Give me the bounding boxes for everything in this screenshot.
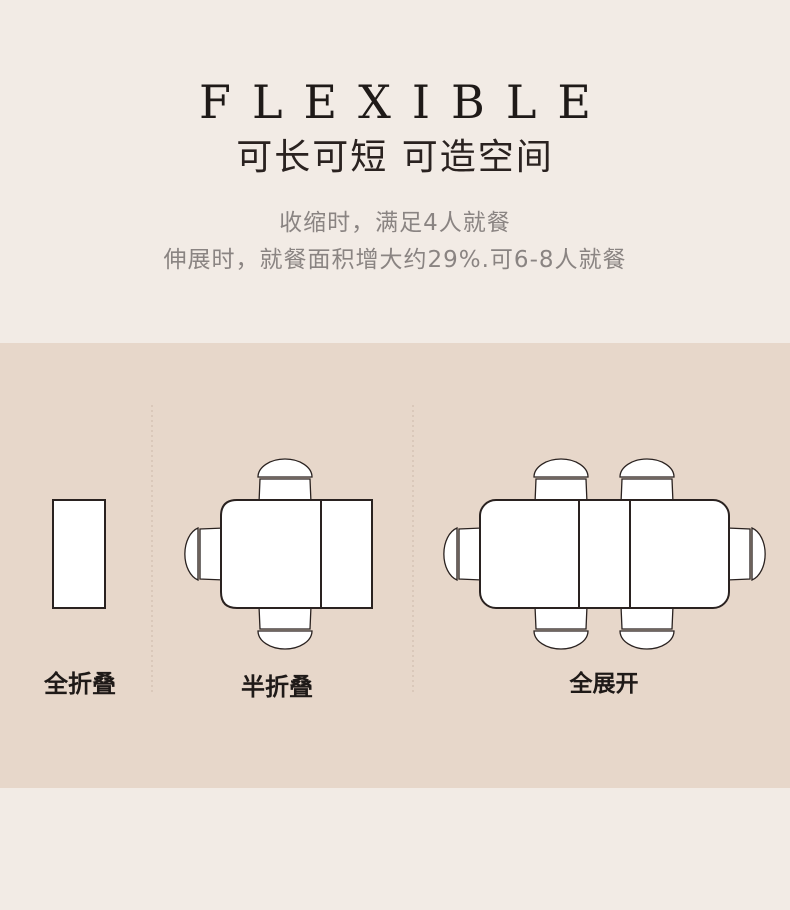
- fully-extended-set: [443, 458, 766, 650]
- title-chinese: 可长可短 可造空间: [236, 137, 554, 178]
- table-fully-folded: [52, 499, 106, 609]
- chair-top-right: [619, 458, 675, 504]
- chair-bottom: [257, 605, 313, 650]
- chair-top: [257, 458, 313, 504]
- label-fully-extended: 全展开: [569, 671, 639, 697]
- chair-left: [184, 527, 225, 581]
- table-fully-extended: [479, 499, 730, 609]
- title-english: FLEXIBLE: [199, 75, 612, 129]
- footer-space: [0, 788, 790, 910]
- table-modes-diagram: [52, 405, 766, 695]
- table-half-folded: [220, 499, 373, 609]
- chair-bottom-left: [533, 605, 589, 650]
- chair-top-left: [533, 458, 589, 504]
- label-fully-folded: 全折叠: [44, 670, 116, 698]
- description-line-1: 收缩时，满足4人就餐: [279, 210, 511, 236]
- header-section: FLEXIBLE 可长可短 可造空间 收缩时，满足4人就餐 伸展时，就餐面积增大…: [0, 0, 790, 343]
- table-modes-panel: 全折叠 半折叠 全展开: [0, 343, 790, 788]
- chair-left-end: [443, 527, 483, 581]
- half-folded-set: [184, 458, 373, 650]
- chair-right-end: [726, 527, 766, 581]
- chair-bottom-right: [619, 605, 675, 650]
- description-line-2: 伸展时，就餐面积增大约29%.可6-8人就餐: [163, 247, 627, 273]
- label-half-folded: 半折叠: [241, 673, 313, 701]
